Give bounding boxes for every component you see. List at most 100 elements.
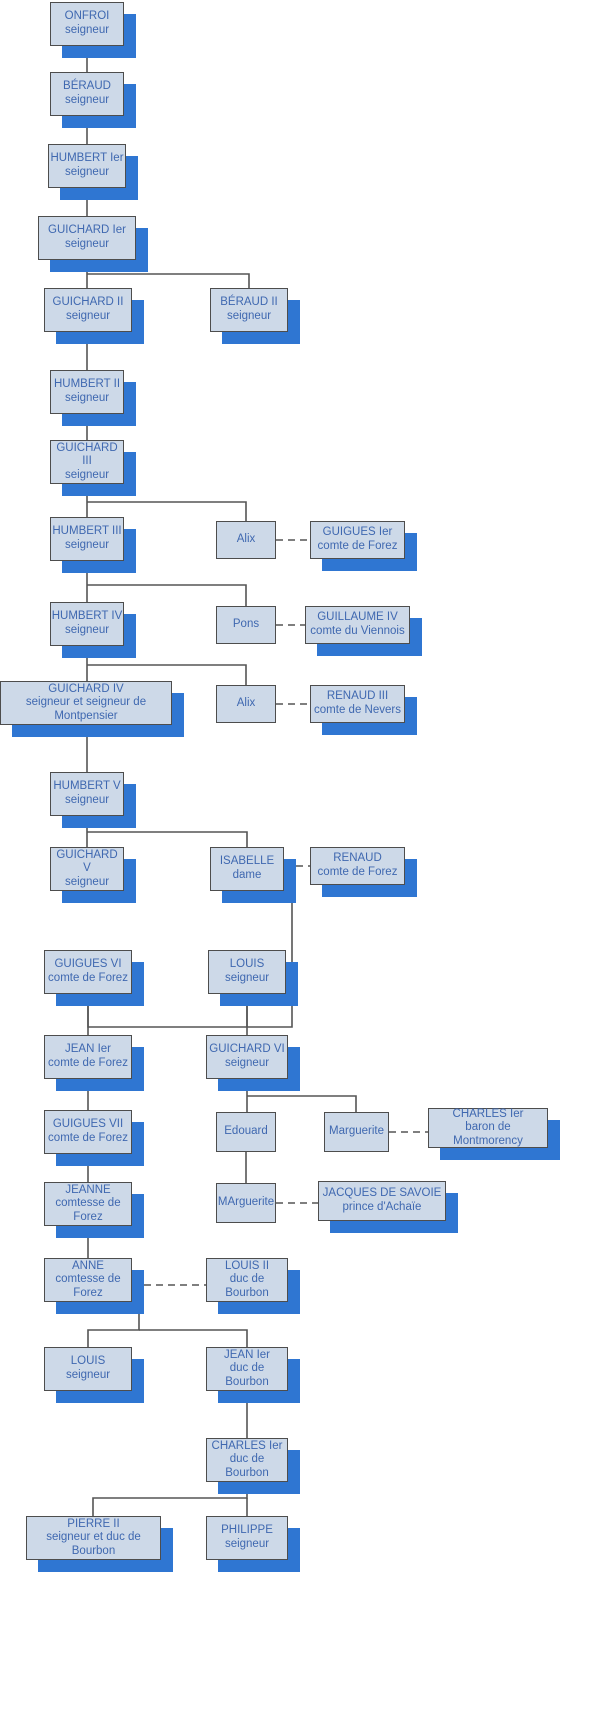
person-name: JEAN Ier	[223, 1348, 270, 1361]
person-name: BÉRAUD II	[220, 296, 278, 309]
person-node-marguerite1[interactable]: Marguerite	[324, 1112, 389, 1152]
person-title: seigneur	[64, 875, 110, 888]
person-name: GUICHARD II	[52, 296, 124, 309]
person-name: LOUIS	[229, 958, 265, 971]
person-name: MArguerite	[217, 1196, 275, 1209]
person-name: GUIGUES Ier	[322, 526, 393, 539]
person-name: CHARLES Ier	[452, 1107, 524, 1120]
person-name: GUICHARD IV	[48, 682, 124, 695]
person-title: seigneur	[64, 94, 110, 106]
person-name: HUMBERT II	[53, 378, 121, 391]
person-name: HUMBERT V	[53, 780, 121, 793]
person-title: comte de Forez	[317, 540, 398, 552]
person-name: LOUIS II	[224, 1259, 270, 1272]
person-title: seigneur	[64, 24, 110, 36]
person-title: seigneur	[224, 972, 270, 984]
person-name: GUIGUES VI	[54, 958, 122, 971]
person-name: PHILIPPE	[221, 1524, 273, 1537]
person-name: ONFROI	[64, 10, 110, 23]
person-title: seigneur	[64, 624, 110, 636]
person-name: RENAUD III	[326, 690, 389, 703]
person-name: Alix	[236, 533, 256, 546]
person-name: Pons	[232, 618, 260, 631]
person-name: JEANNE	[65, 1183, 111, 1196]
person-title: comte de Forez	[48, 972, 128, 984]
person-title: comte du Viennois	[310, 625, 405, 637]
person-title: duc de Bourbon	[225, 1453, 269, 1479]
person-title: duc de Bourbon	[225, 1273, 269, 1299]
person-node-pons[interactable]: Pons	[216, 606, 276, 644]
person-title: comte de Forez	[317, 866, 398, 878]
person-node-alix2[interactable]: Alix	[216, 685, 276, 723]
person-name: GUICHARD V	[56, 848, 118, 875]
person-name: ANNE	[72, 1259, 104, 1272]
person-title: seigneur	[64, 392, 110, 404]
person-name: HUMBERT Ier	[50, 152, 124, 165]
person-name: Marguerite	[329, 1125, 384, 1138]
person-title: seigneur	[65, 310, 111, 322]
person-title: comte de Nevers	[314, 704, 401, 716]
person-node-edouard[interactable]: Edouard	[216, 1112, 276, 1152]
person-title: seigneur	[224, 1057, 270, 1069]
person-title: prince d'Achaïe	[342, 1201, 422, 1213]
person-node-marguerite2[interactable]: MArguerite	[216, 1183, 276, 1223]
person-title: dame	[232, 869, 262, 881]
person-title: baron de Montmorency	[453, 1121, 523, 1147]
person-title: comte de Forez	[48, 1132, 128, 1144]
person-title: seigneur	[65, 1369, 111, 1381]
person-name: GUICHARD VI	[209, 1043, 285, 1056]
person-title: seigneur	[64, 468, 110, 481]
person-name: LOUIS	[70, 1355, 106, 1368]
person-title: comte de Forez	[48, 1057, 128, 1069]
person-name: Edouard	[224, 1125, 268, 1138]
person-node-alix1[interactable]: Alix	[216, 521, 276, 559]
person-name: HUMBERT III	[52, 525, 122, 538]
person-title: seigneur	[64, 539, 110, 551]
person-name: JEAN Ier	[64, 1043, 111, 1056]
person-name: RENAUD	[333, 852, 382, 865]
person-name: Alix	[236, 697, 256, 710]
person-title: seigneur et duc de Bourbon	[46, 1531, 141, 1557]
person-title: comtesse de Forez	[55, 1197, 121, 1223]
person-name: GUICHARD III	[56, 441, 118, 468]
person-title: seigneur	[226, 310, 272, 322]
person-title: seigneur et seigneur de Montpensier	[25, 696, 147, 722]
person-title: seigneur	[64, 794, 110, 806]
person-title: comtesse de Forez	[55, 1273, 121, 1299]
person-name: GUIGUES VII	[52, 1118, 124, 1131]
